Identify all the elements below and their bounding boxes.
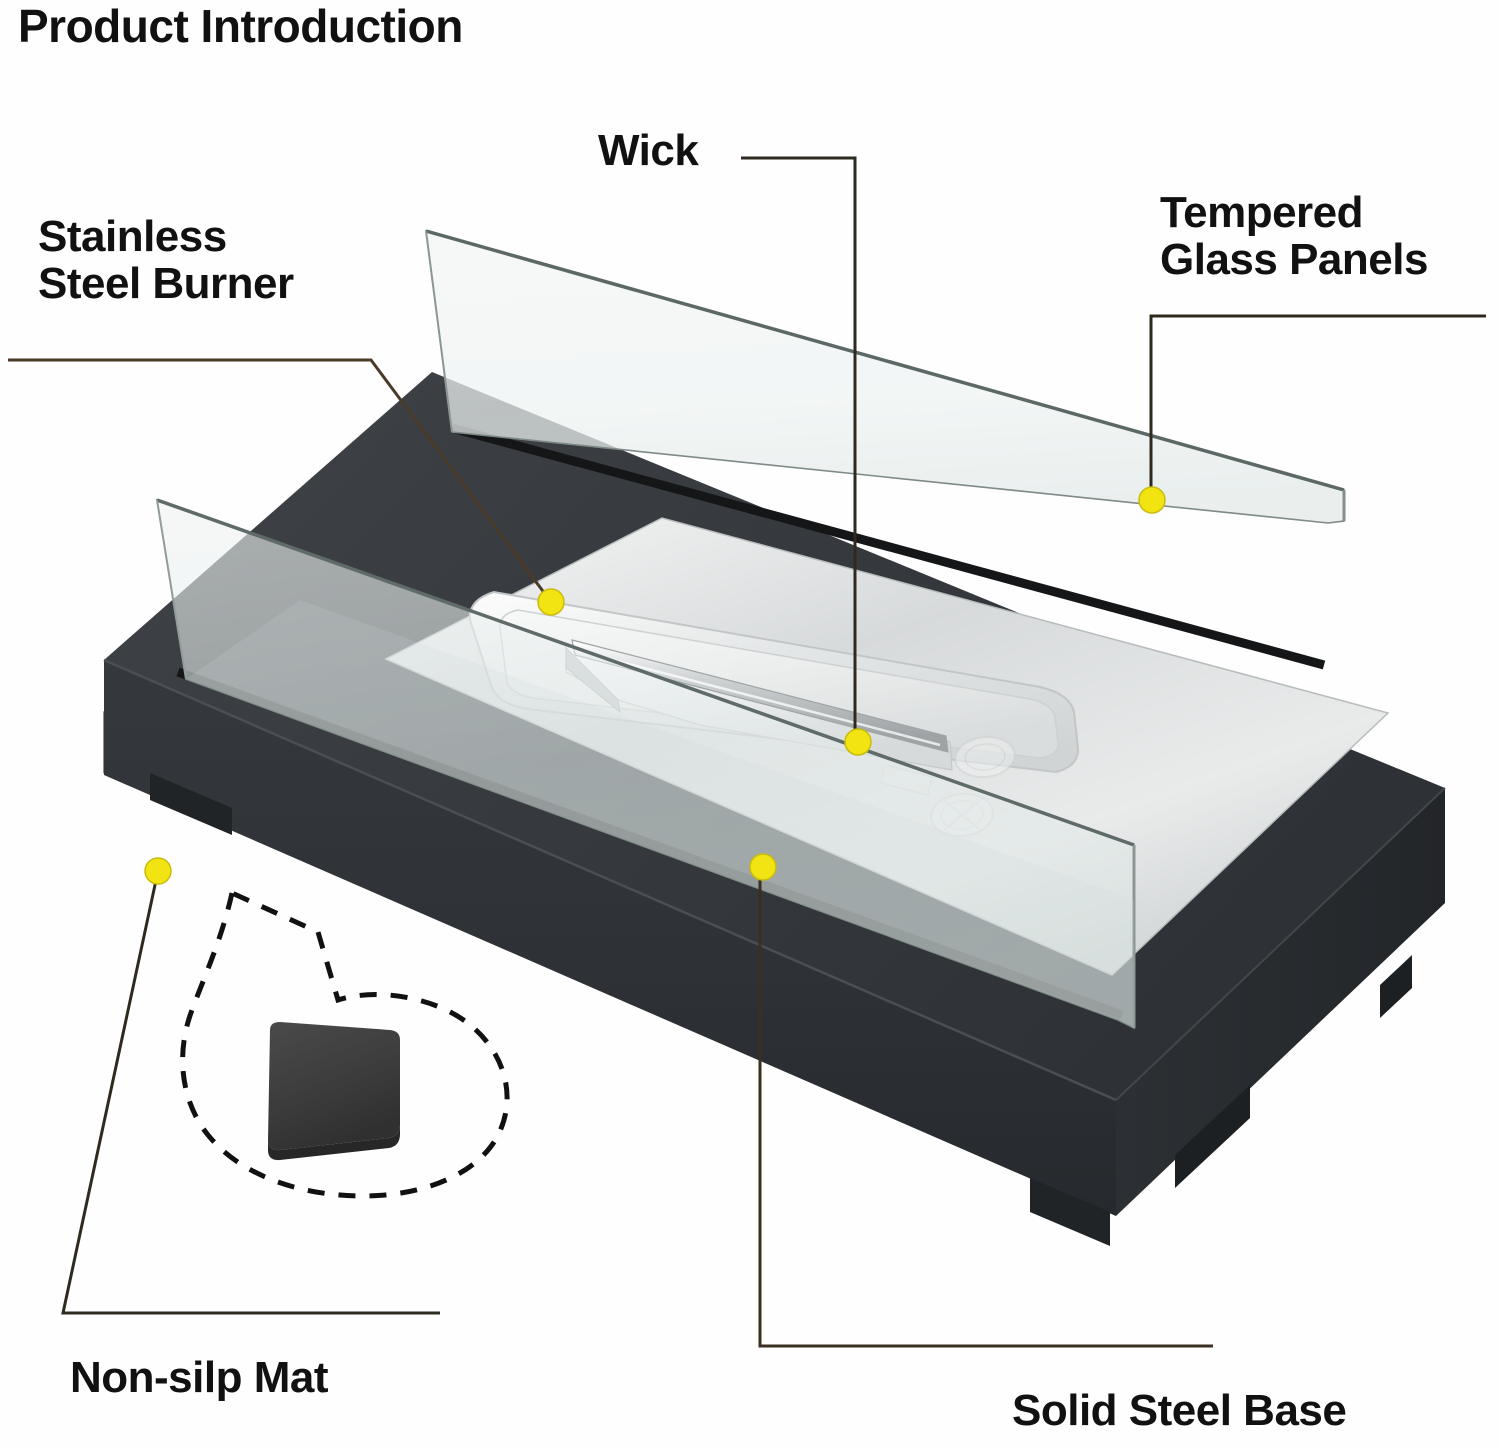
callout-label-non-slip-mat: Non-silp Mat bbox=[70, 1353, 328, 1402]
leader-stainless-steel-burner bbox=[8, 358, 553, 603]
tempered-glass-panel-back bbox=[425, 229, 1346, 524]
mat-bubble-outline bbox=[180, 889, 510, 1199]
callout-dot-wick bbox=[844, 728, 872, 756]
emboss-circle-upper-inner bbox=[964, 743, 1006, 771]
leader-tempered-glass-panels bbox=[1149, 314, 1486, 500]
glass-front-tint-band bbox=[186, 600, 1134, 1028]
callout-dot-solid-steel-base bbox=[749, 853, 777, 881]
base-front-face bbox=[104, 660, 1116, 1216]
callout-dot-stainless-steel-burner bbox=[537, 588, 565, 616]
base-right-face bbox=[1116, 788, 1445, 1216]
base-foot-rear-right bbox=[1380, 955, 1412, 1018]
non-slip-mat-bubble bbox=[180, 889, 510, 1199]
base-foot-front bbox=[1030, 1178, 1110, 1246]
wick-specular-highlight bbox=[574, 648, 941, 747]
glass-slot-back bbox=[450, 423, 1326, 670]
leader-wick bbox=[741, 156, 857, 742]
callout-leaders bbox=[8, 156, 1486, 1348]
non-slip-mat-edge bbox=[268, 1125, 400, 1161]
glass-front-top-edge bbox=[156, 498, 1135, 847]
stainless-steel-burner bbox=[384, 517, 1390, 976]
callout-dots bbox=[144, 486, 1166, 885]
callout-label-wick: Wick bbox=[598, 126, 699, 175]
leader-non-slip-mat bbox=[61, 870, 440, 1315]
callout-label-solid-steel-base: Solid Steel Base bbox=[1012, 1386, 1347, 1435]
glass-back-left-edge bbox=[425, 230, 453, 433]
base-top-front-highlight bbox=[103, 658, 1117, 1102]
page-title: Product Introduction bbox=[18, 0, 463, 52]
glass-back-top-edge bbox=[425, 229, 1345, 492]
base-foot-left bbox=[150, 773, 232, 835]
callout-label-tempered-glass-panels: Tempered Glass Panels bbox=[1160, 188, 1428, 284]
base-foot-right bbox=[1175, 1085, 1250, 1188]
leader-solid-steel-base bbox=[758, 867, 1213, 1348]
base-top-right-highlight bbox=[1115, 787, 1446, 1101]
callout-dot-tempered-glass-panels bbox=[1138, 486, 1166, 514]
callout-dot-non-slip-mat bbox=[144, 857, 172, 885]
callout-label-stainless-steel-burner: Stainless Steel Burner bbox=[38, 212, 294, 308]
non-slip-mat bbox=[268, 1022, 400, 1151]
glass-front-left-edge bbox=[156, 499, 187, 680]
tempered-glass-panel-front bbox=[155, 498, 1136, 1030]
